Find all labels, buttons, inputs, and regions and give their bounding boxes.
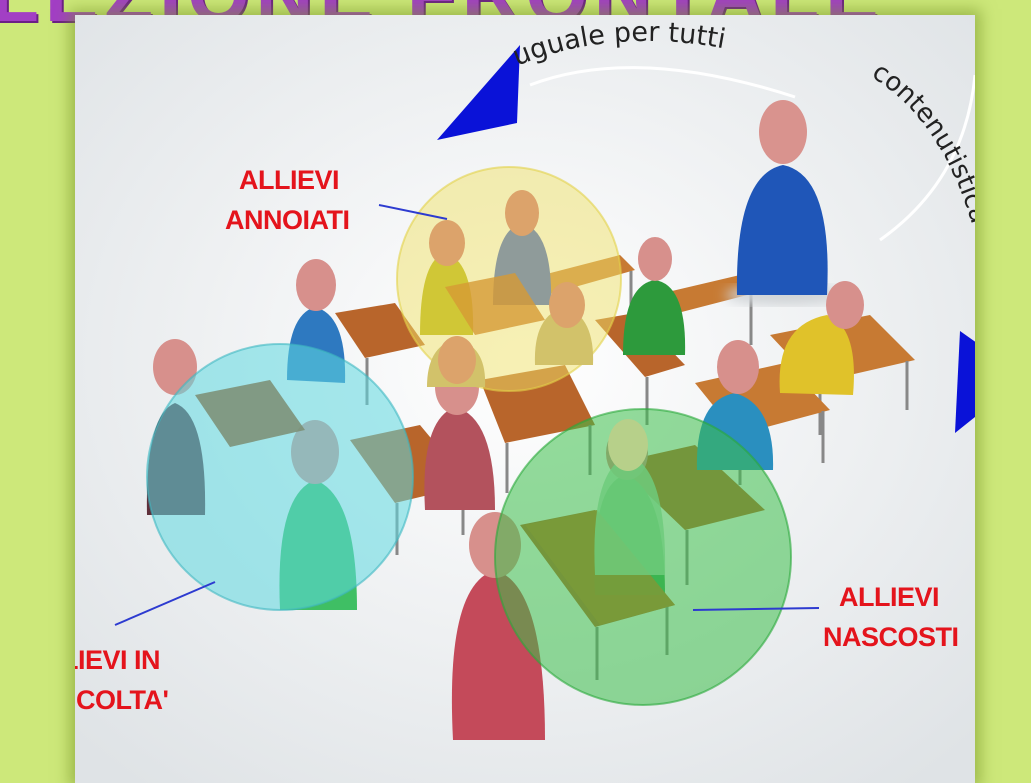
arc-right-text: contenutistica <box>867 57 975 227</box>
bored-label-line1: ALLIEVI <box>239 165 340 195</box>
bored-label-line2: ANNOIATI <box>225 205 350 235</box>
hidden-students-label: ALLIEVI NASCOSTI <box>823 577 959 657</box>
arc-curve <box>879 74 975 242</box>
struggling-students-circle <box>146 343 414 611</box>
student-figure <box>623 237 686 355</box>
struggling-label-line1: ALLIEVI IN <box>75 645 161 675</box>
arc-curve <box>529 66 796 99</box>
student-figure <box>779 281 864 395</box>
struggling-pointer-line <box>114 581 216 626</box>
teacher-figure <box>725 100 845 305</box>
classroom-illustration: uguale per tutti contenutistica ALLIEVI … <box>75 15 975 783</box>
svg-text:uguale per tutti: uguale per tutti <box>508 17 728 72</box>
arc-top-text: uguale per tutti <box>508 17 728 72</box>
arrow-right-icon <box>955 331 975 433</box>
arc-text-layer: uguale per tutti contenutistica <box>508 17 975 227</box>
hidden-label-line2: NASCOSTI <box>823 622 959 652</box>
hidden-students-circle <box>494 408 792 706</box>
struggling-students-label: ALLIEVI IN DIFFICOLTA' <box>75 640 169 720</box>
bored-pointer-line <box>378 204 448 220</box>
hidden-pointer-line <box>692 607 820 611</box>
svg-text:contenutistica: contenutistica <box>867 57 975 227</box>
arrow-up-left-icon <box>437 45 520 140</box>
bored-students-label: ALLIEVI ANNOIATI <box>225 160 350 240</box>
hidden-label-line1: ALLIEVI <box>839 582 940 612</box>
classroom-scene <box>75 15 975 783</box>
struggling-label-line2: DIFFICOLTA' <box>75 685 169 715</box>
bored-students-circle <box>396 166 622 392</box>
